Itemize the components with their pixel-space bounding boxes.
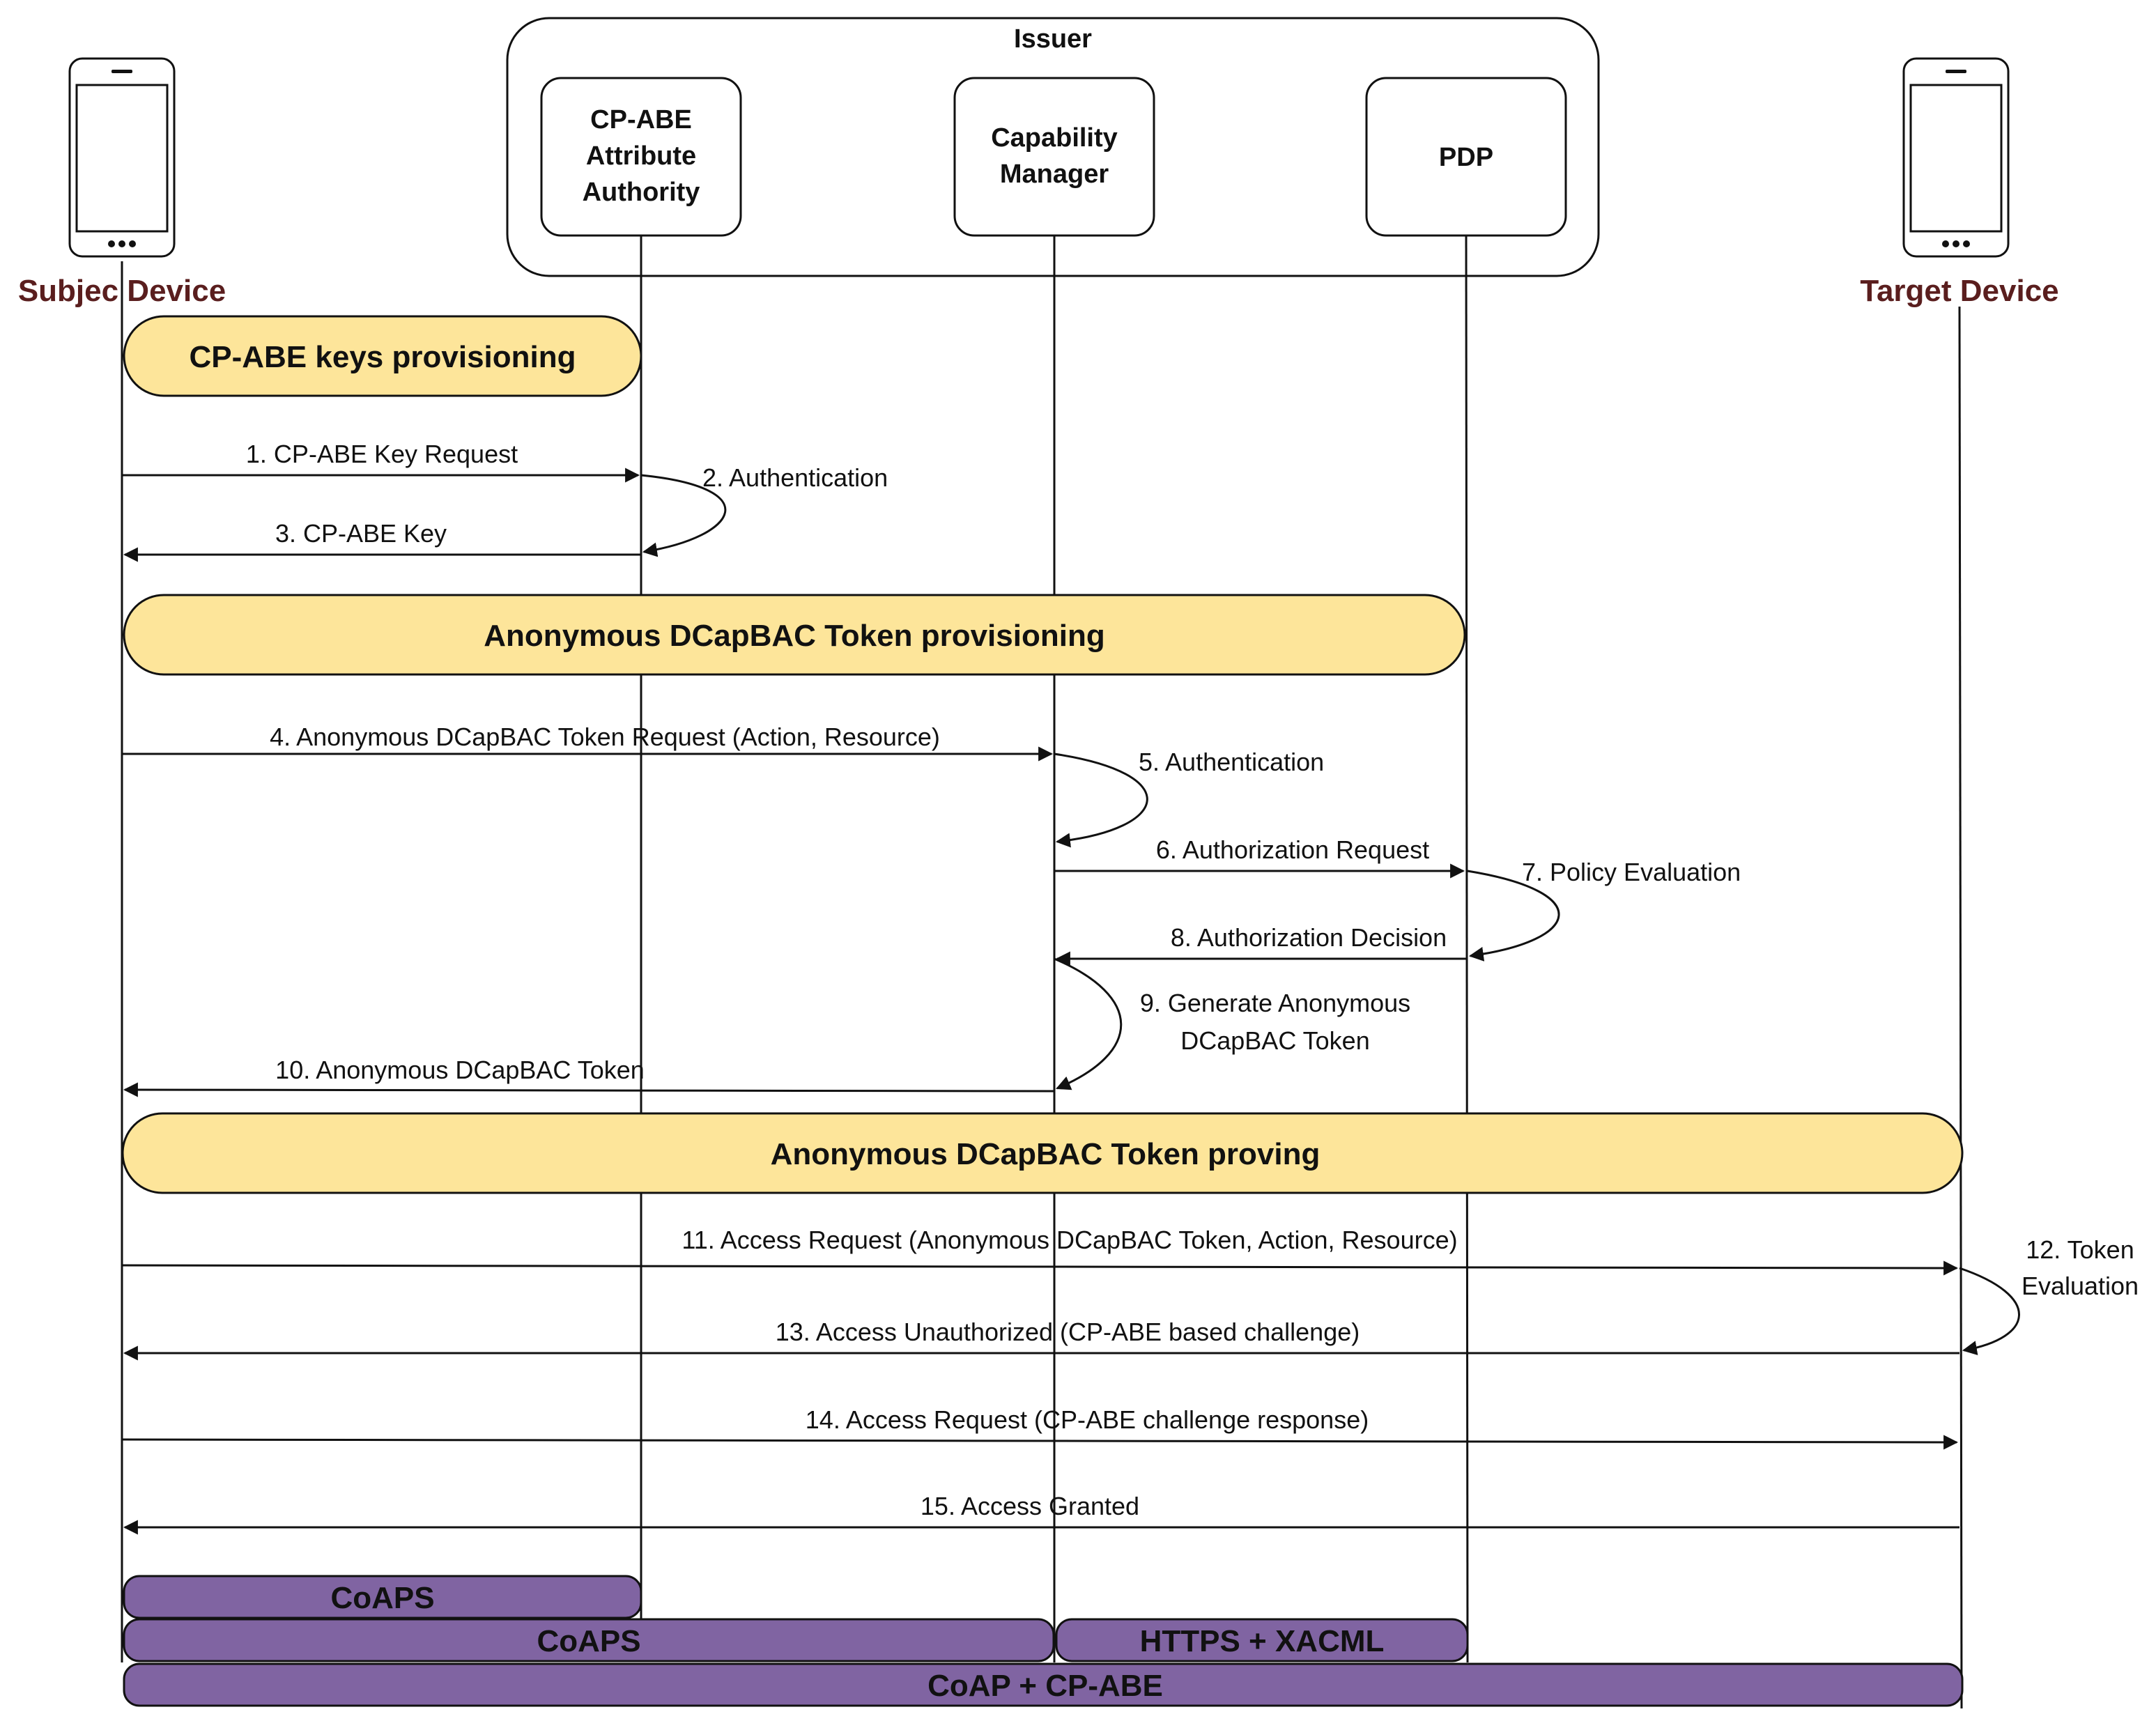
message-label-6: 6. Authorization Request	[1156, 835, 1429, 864]
target-device-label: Target Device	[1860, 274, 2058, 308]
protocol-band-coaps-authority: CoAPS	[123, 1575, 642, 1619]
self-arrow-5	[1054, 753, 1148, 848]
message-label-1: 1. CP-ABE Key Request	[246, 440, 518, 468]
protocol-band-https-xacml: HTTPS + XACML	[1055, 1618, 1469, 1662]
component-pdp-label: PDP	[1439, 143, 1493, 172]
component-cpabe-line-2: Attribute	[586, 141, 696, 171]
self-arrow-2	[640, 474, 727, 557]
smartphone-icon	[68, 57, 176, 258]
component-cm-line-1: Capability	[991, 123, 1118, 153]
message-arrow-11	[121, 1260, 1959, 1276]
component-cpabe-authority: CP-ABE Attribute Authority	[540, 77, 742, 237]
message-label-5: 5. Authentication	[1139, 748, 1324, 776]
phase-token-provisioning-label: Anonymous DCapBAC Token provisioning	[484, 619, 1104, 653]
phase-keys-provisioning: CP-ABE keys provisioning	[123, 315, 642, 397]
message-arrow-10	[123, 1082, 1055, 1097]
message-label-12-line-2: Evaluation	[2022, 1272, 2139, 1300]
phase-token-proving-label: Anonymous DCapBAC Token proving	[771, 1137, 1320, 1171]
message-arrow-14	[121, 1435, 1959, 1450]
message-label-9-line-1: 9. Generate Anonymous	[1140, 989, 1410, 1017]
component-cpabe-line-3: Authority	[583, 178, 700, 207]
message-label-3: 3. CP-ABE Key	[275, 519, 447, 548]
message-label-7: 7. Policy Evaluation	[1522, 858, 1741, 886]
issuer-title: Issuer	[1014, 24, 1092, 54]
message-label-2: 2. Authentication	[702, 463, 888, 492]
message-label-13: 13. Access Unauthorized (CP-ABE based ch…	[776, 1318, 1360, 1346]
message-label-10: 10. Anonymous DCapBAC Token	[275, 1056, 645, 1084]
protocol-label-2: CoAPS	[537, 1624, 640, 1658]
phase-token-proving: Anonymous DCapBAC Token proving	[121, 1112, 1964, 1194]
lifelines	[121, 235, 1963, 1709]
phase-token-provisioning: Anonymous DCapBAC Token provisioning	[123, 594, 1466, 676]
smartphone-icon	[1902, 57, 2010, 258]
protocol-band-coaps-manager: CoAPS	[123, 1618, 1055, 1662]
self-arrow-9	[1054, 957, 1123, 1090]
component-cpabe-line-1: CP-ABE	[590, 105, 692, 134]
protocol-label-1: CoAPS	[330, 1581, 434, 1615]
self-arrow-12	[1959, 1267, 2020, 1356]
message-label-12-line-1: 12. Token	[2026, 1235, 2134, 1264]
message-label-15: 15. Access Granted	[921, 1492, 1139, 1520]
message-label-4: 4. Anonymous DCapBAC Token Request (Acti…	[270, 723, 940, 751]
protocol-label-4: CoAP + CP-ABE	[927, 1669, 1163, 1703]
message-label-8: 8. Authorization Decision	[1171, 923, 1447, 952]
component-capability-manager: Capability Manager	[953, 77, 1155, 237]
component-cm-line-2: Manager	[1000, 160, 1109, 189]
message-label-11: 11. Access Request (Anonymous DCapBAC To…	[682, 1226, 1457, 1254]
self-arrow-7	[1467, 870, 1560, 962]
component-pdp: PDP	[1365, 77, 1567, 237]
message-label-14: 14. Access Request (CP-ABE challenge res…	[806, 1405, 1369, 1434]
phase-keys-label: CP-ABE keys provisioning	[189, 340, 576, 374]
message-label-9-line-2: DCapBAC Token	[1180, 1026, 1369, 1055]
protocol-label-3: HTTPS + XACML	[1140, 1624, 1385, 1658]
protocol-band-coap-cpabe: CoAP + CP-ABE	[123, 1662, 1964, 1707]
